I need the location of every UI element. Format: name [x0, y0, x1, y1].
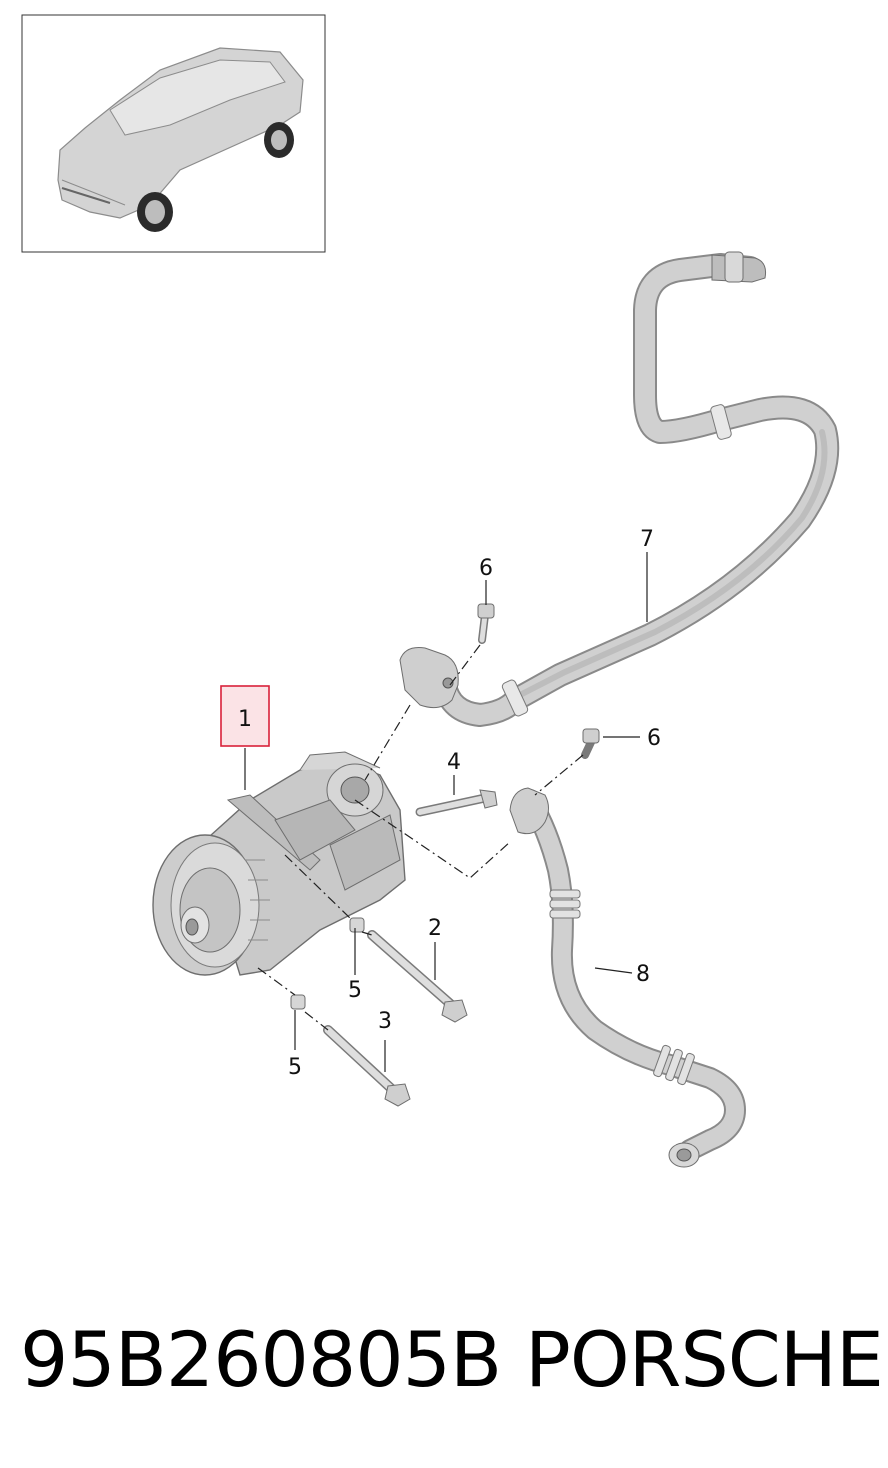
callout-5a[interactable]: 5: [348, 978, 362, 1003]
car-silhouette-icon: [57, 47, 304, 232]
callout-1[interactable]: 1: [238, 707, 252, 732]
bolt-6b: [581, 728, 600, 759]
footer-caption: 95B260805B PORSCHE: [0, 1305, 888, 1415]
hose-8: [509, 787, 746, 1168]
bolt-4: [415, 789, 498, 817]
bolt-3: [323, 1025, 411, 1107]
callout-7[interactable]: 7: [640, 527, 654, 552]
ac-compressor-1: [152, 751, 406, 976]
callout-3[interactable]: 3: [378, 1009, 392, 1034]
bolt-2: [367, 930, 468, 1023]
sleeve-5b: [290, 994, 306, 1010]
callout-4[interactable]: 4: [447, 750, 461, 775]
sleeve-5a: [349, 917, 365, 933]
callout-5b[interactable]: 5: [288, 1055, 302, 1080]
assembly-lines: [257, 644, 584, 1031]
callout-2[interactable]: 2: [428, 916, 442, 941]
brand-name: PORSCHE: [525, 1315, 884, 1404]
callout-6b[interactable]: 6: [647, 726, 661, 751]
leader-lines: [244, 552, 648, 1072]
part-number: 95B260805B: [20, 1315, 502, 1404]
vehicle-thumbnail: [21, 14, 326, 253]
callout-6a[interactable]: 6: [479, 556, 493, 581]
callout-1-highlight: [220, 685, 270, 747]
hose-7: [399, 251, 840, 727]
bolt-6a: [477, 603, 495, 644]
callout-8[interactable]: 8: [636, 962, 650, 987]
